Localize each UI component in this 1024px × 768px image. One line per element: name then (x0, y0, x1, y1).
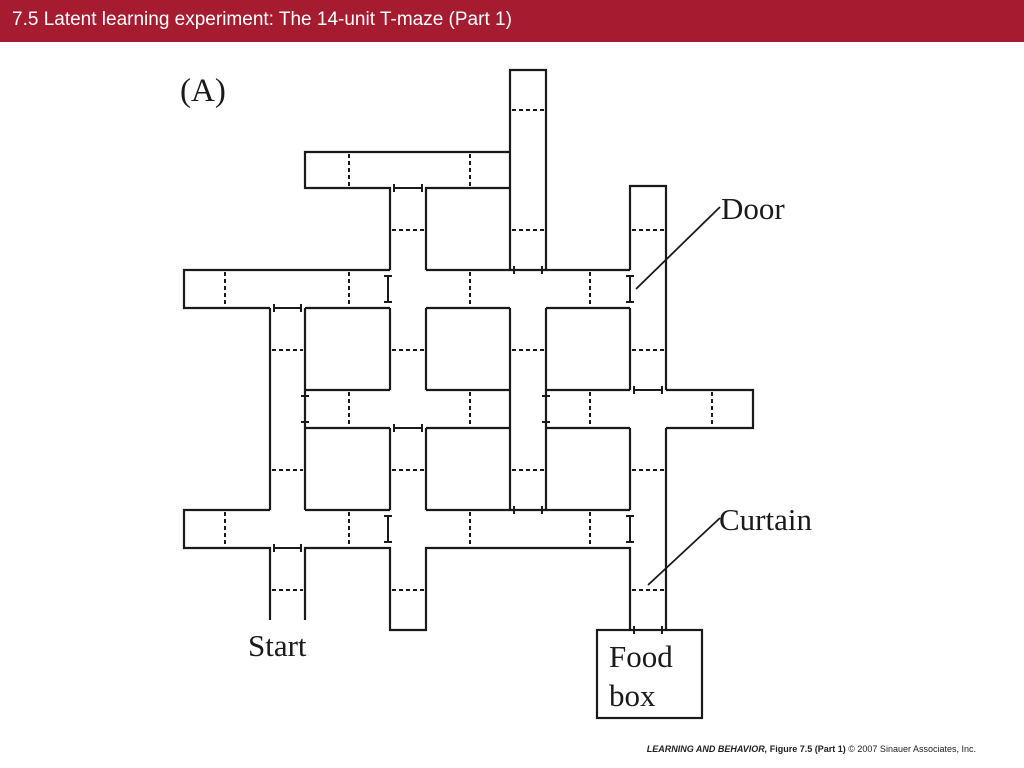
food-box-label-line1: Food (609, 639, 673, 674)
maze-walls (182, 68, 755, 720)
title-bar: 7.5 Latent learning experiment: The 14-u… (0, 0, 1024, 42)
door (513, 266, 543, 274)
door (633, 626, 663, 634)
figure-credit: LEARNING AND BEHAVIOR, Figure 7.5 (Part … (647, 744, 976, 754)
credit-book-title: LEARNING AND BEHAVIOR, (646, 744, 768, 754)
maze-wall (666, 388, 755, 430)
door (384, 275, 392, 303)
maze-wall (424, 186, 510, 270)
start-label: Start (248, 628, 307, 663)
door (626, 515, 634, 543)
slide-title: 7.5 Latent learning experiment: The 14-u… (12, 9, 512, 30)
door-label: Door (721, 191, 785, 226)
food-box-label-line2: box (609, 678, 656, 713)
door (513, 506, 543, 514)
maze-wall (628, 184, 668, 390)
door (384, 515, 392, 543)
door (273, 304, 302, 312)
credit-figure-number: Figure 7.5 (Part 1) (769, 744, 846, 754)
credit-copyright: © 2007 Sinauer Associates, Inc. (848, 744, 976, 754)
maze-wall (303, 150, 510, 270)
maze-wall (303, 546, 632, 632)
door (393, 424, 423, 432)
maze-wall (182, 268, 390, 310)
curtain-label: Curtain (719, 502, 812, 537)
curtain-leader-line (647, 517, 721, 586)
maze-wall (508, 68, 548, 270)
doors (273, 184, 663, 634)
door (542, 395, 550, 423)
door (633, 386, 663, 394)
panel-label: (A) (180, 73, 226, 109)
door (626, 275, 634, 303)
maze-wall (182, 508, 272, 620)
door-leader-line (635, 206, 721, 290)
curtains (224, 109, 713, 591)
door (393, 184, 423, 192)
door (301, 395, 309, 423)
door (273, 544, 302, 552)
